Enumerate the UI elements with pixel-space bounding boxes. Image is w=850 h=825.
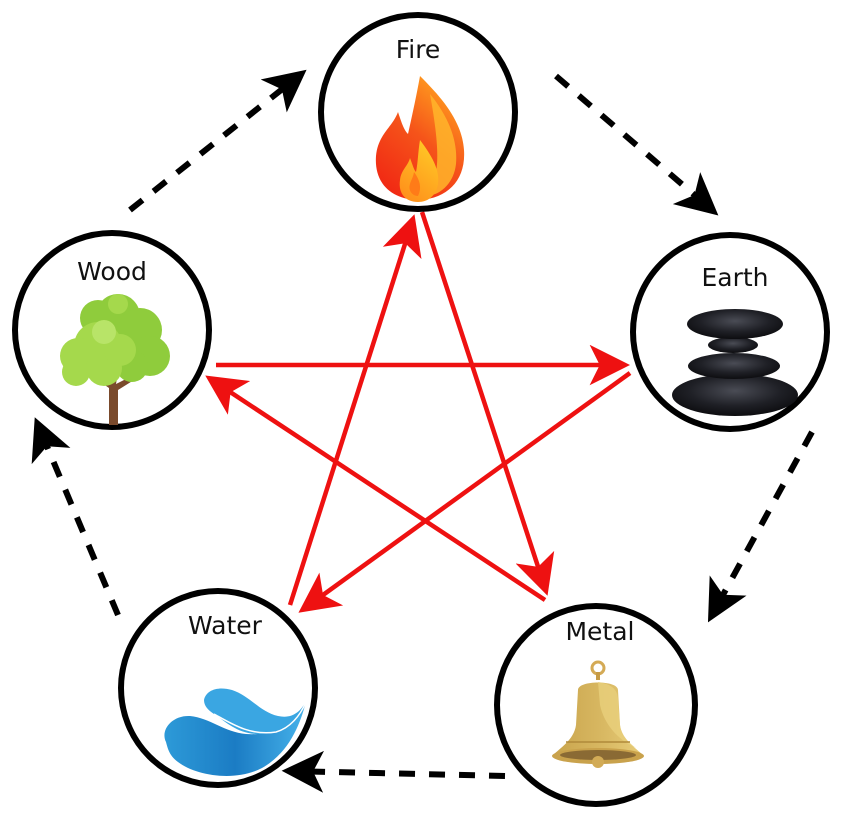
arrow-fire-to-metal (419, 211, 555, 596)
node-metal: Metal (494, 603, 698, 807)
arrow-fire-to-earth (554, 73, 719, 216)
node-wood: Wood (12, 230, 212, 430)
node-water: Water (118, 588, 318, 788)
arrow-wood-to-fire (128, 69, 307, 213)
arrow-earth-to-water (298, 371, 632, 613)
node-fire: Fire (318, 12, 518, 212)
bell-icon (552, 660, 644, 768)
flame-icon (375, 76, 465, 202)
arrow-earth-to-metal (707, 430, 815, 623)
node-earth: Earth (630, 232, 830, 432)
node-label-earth: Earth (701, 263, 768, 292)
arrow-water-to-wood (31, 417, 121, 617)
generating-cycle (31, 69, 815, 793)
node-label-fire: Fire (396, 35, 441, 64)
controlling-cycle (205, 211, 632, 613)
node-label-wood: Wood (77, 257, 147, 286)
arrow-water-to-fire (287, 214, 422, 606)
stacked-stones-icon (672, 309, 798, 416)
node-label-water: Water (188, 611, 263, 640)
arrow-metal-to-water (281, 750, 506, 793)
arrow-metal-to-wood (205, 375, 547, 602)
wave-icon (164, 688, 307, 776)
node-label-metal: Metal (565, 617, 634, 646)
tree-icon (60, 294, 170, 425)
